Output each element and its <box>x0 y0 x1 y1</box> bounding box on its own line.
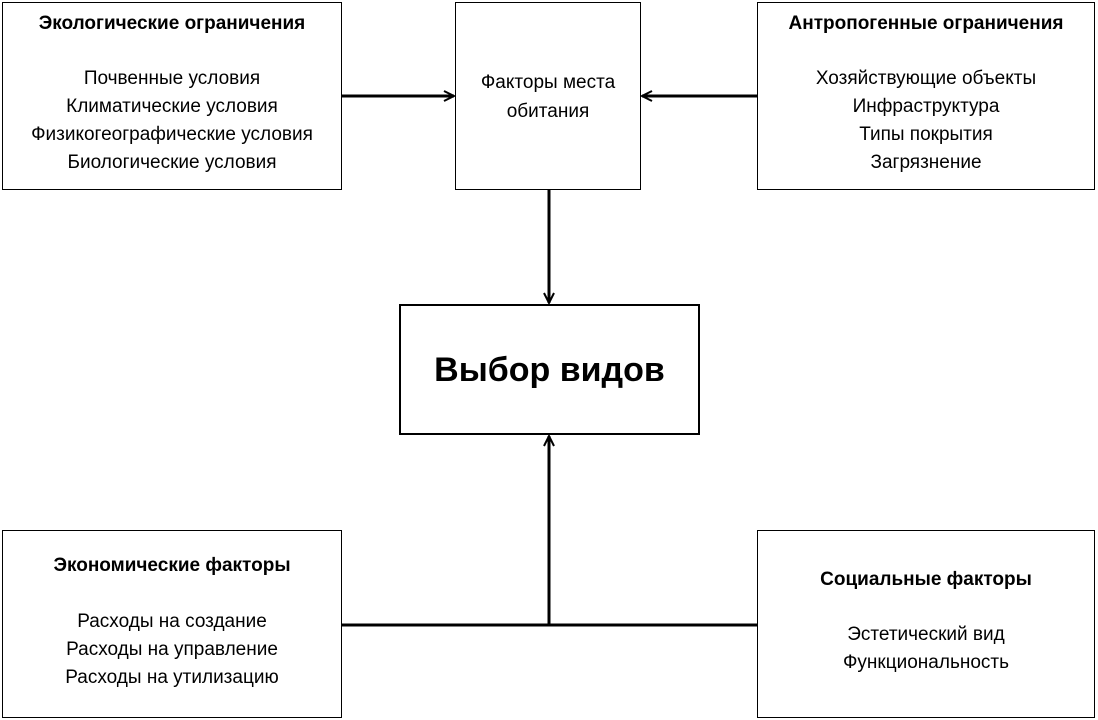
habitat-factors-line: обитания <box>506 101 590 122</box>
habitat-factors-box: Факторы места обитания <box>455 2 641 190</box>
social-item: Эстетический вид <box>847 624 1005 645</box>
economic-item: Расходы на управление <box>66 639 278 660</box>
social-factors-box: Социальные факторы Эстетический вид Функ… <box>757 530 1095 718</box>
social-item: Функциональность <box>842 652 1010 673</box>
anthropogenic-constraints-title: Антропогенные ограничения <box>788 13 1064 34</box>
ecological-item: Биологические условия <box>67 152 277 173</box>
habitat-factors-line: Факторы места <box>480 72 616 93</box>
species-choice-title: Выбор видов <box>434 351 665 389</box>
ecological-constraints-title: Экологические ограничения <box>38 13 306 34</box>
anthropogenic-item: Загрязнение <box>870 152 982 173</box>
economic-item: Расходы на создание <box>77 611 267 632</box>
anthropogenic-item: Хозяйствующие объекты <box>815 68 1037 89</box>
ecological-constraints-box: Экологические ограничения Почвенные усло… <box>2 2 342 190</box>
economic-item: Расходы на утилизацию <box>65 667 279 688</box>
species-choice-box: Выбор видов <box>399 304 700 435</box>
economic-factors-list: Расходы на создание Расходы на управлени… <box>3 608 341 692</box>
anthropogenic-item: Типы покрытия <box>859 124 993 145</box>
ecological-item: Климатические условия <box>66 96 278 117</box>
anthropogenic-constraints-box: Антропогенные ограничения Хозяйствующие … <box>757 2 1095 190</box>
anthropogenic-item: Инфраструктура <box>852 96 1000 117</box>
economic-factors-box: Экономические факторы Расходы на создани… <box>2 530 342 718</box>
economic-factors-title: Экономические факторы <box>53 555 291 576</box>
ecological-constraints-list: Почвенные условия Климатические условия … <box>3 65 341 177</box>
anthropogenic-constraints-list: Хозяйствующие объекты Инфраструктура Тип… <box>758 65 1094 177</box>
social-factors-list: Эстетический вид Функциональность <box>758 621 1094 677</box>
ecological-item: Физикогеографические условия <box>31 124 313 145</box>
ecological-item: Почвенные условия <box>83 68 261 89</box>
social-factors-title: Социальные факторы <box>820 569 1032 590</box>
habitat-factors-label: Факторы места обитания <box>456 68 640 126</box>
